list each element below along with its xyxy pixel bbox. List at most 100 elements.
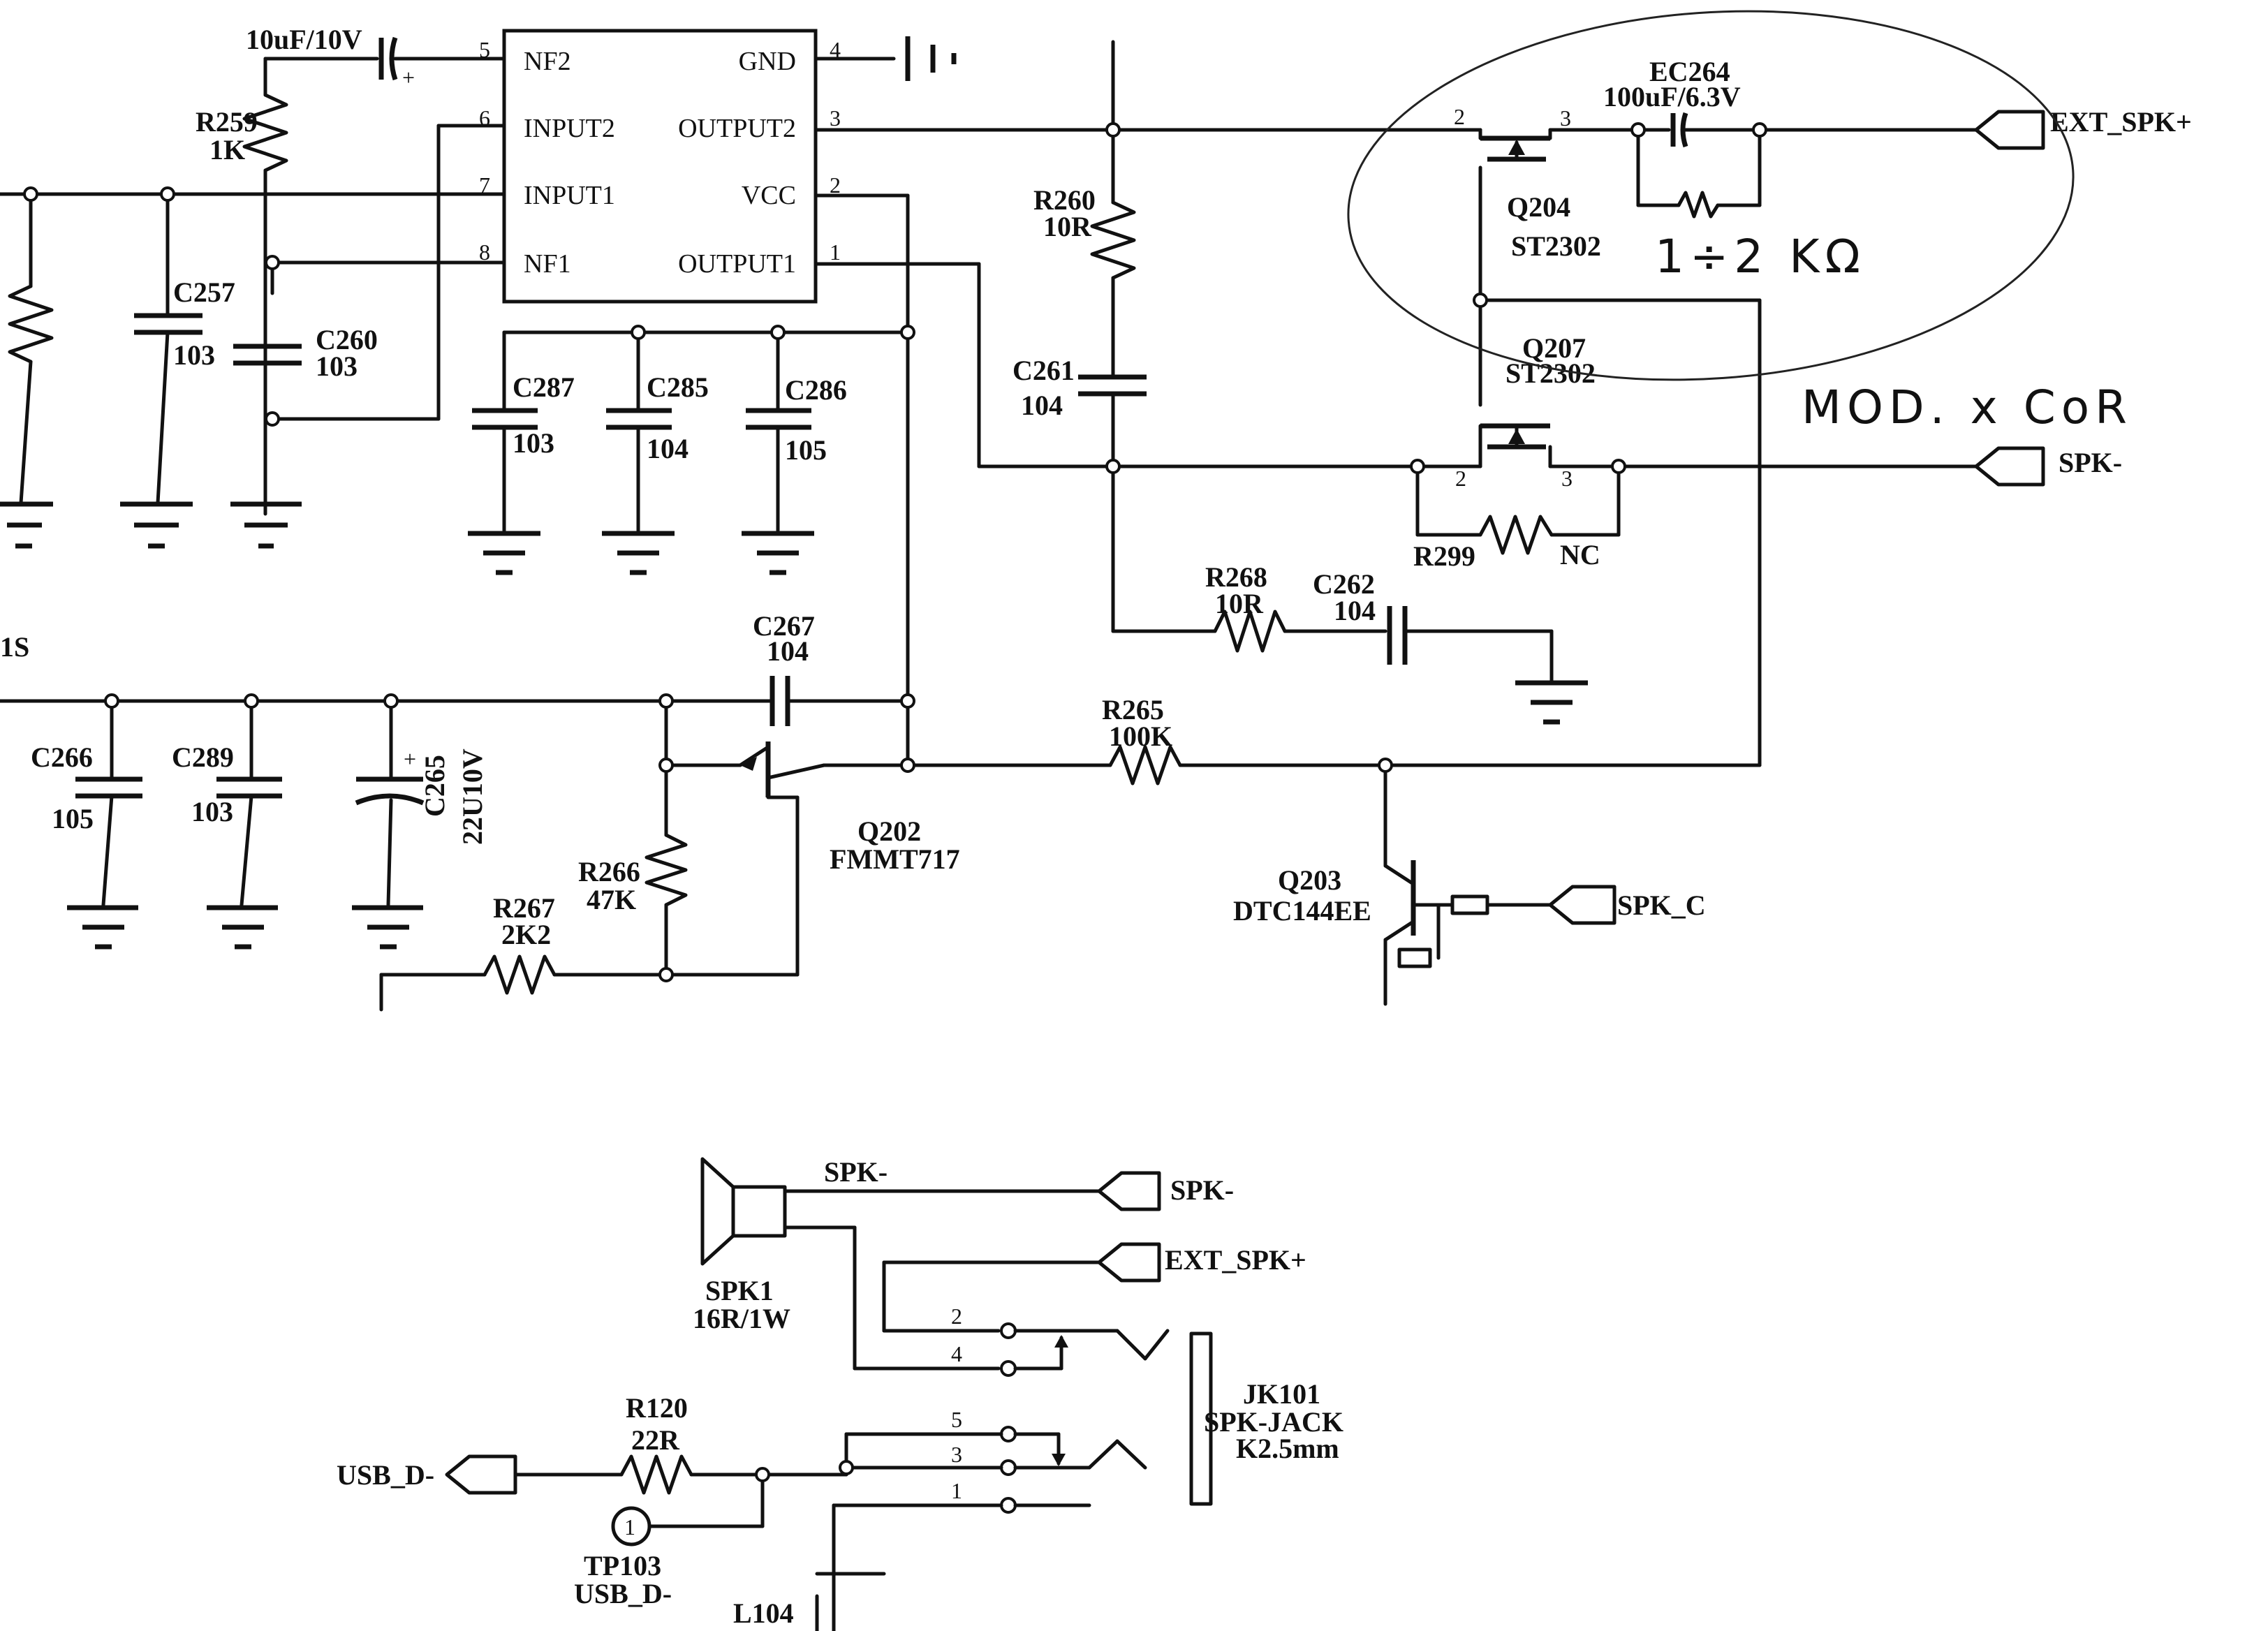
c266-value: 105 bbox=[52, 803, 94, 834]
c262-ref: C262 bbox=[1313, 568, 1375, 600]
ic-pin-gnd: GND bbox=[739, 47, 796, 76]
ic-pin-number-2: 2 bbox=[830, 172, 841, 198]
q202-ref: Q202 bbox=[857, 816, 921, 847]
jk101-name: SPK-JACK bbox=[1204, 1406, 1343, 1438]
c287-value: 103 bbox=[513, 427, 554, 459]
c261-ref: C261 bbox=[1012, 355, 1075, 386]
r120-value: 22R bbox=[631, 1424, 680, 1456]
tp103-net: USB_D- bbox=[574, 1578, 672, 1609]
capacitor-c285: C285 104 bbox=[602, 330, 709, 575]
jack-pin-5: 5 bbox=[951, 1407, 962, 1432]
c286-value: 105 bbox=[785, 434, 827, 466]
l104-ref: L104 bbox=[733, 1597, 794, 1629]
ic-pin-number-8: 8 bbox=[479, 239, 490, 265]
capacitor-c265: + C265 22U10V bbox=[352, 699, 488, 950]
spk1-value: 16R/1W bbox=[693, 1303, 790, 1334]
c285-ref: C285 bbox=[647, 371, 709, 403]
c289-value: 103 bbox=[191, 796, 233, 827]
resistor-r265: R265 100K bbox=[906, 694, 1762, 785]
ic-pin-input2: INPUT2 bbox=[524, 114, 615, 143]
q207-pin-3: 3 bbox=[1561, 466, 1573, 491]
port-ext-spk-plus-label: EXT_SPK+ bbox=[2050, 106, 2192, 138]
capacitor-c287: C287 103 bbox=[468, 330, 575, 575]
port-usb-d-minus: USB_D- bbox=[337, 1454, 517, 1495]
c266-ref: C266 bbox=[31, 741, 93, 773]
q204-pin-2: 2 bbox=[1454, 104, 1465, 129]
c265-value: 22U10V bbox=[457, 748, 488, 845]
capacitor-c267: C267 104 bbox=[753, 610, 910, 726]
handwritten-resistor-note: 1÷2 KΩ bbox=[1655, 230, 1866, 283]
ic-pin-wires bbox=[0, 57, 1482, 767]
ic-pin-number-4: 4 bbox=[830, 37, 841, 62]
port-spk-minus-lower: SPK- bbox=[1097, 1171, 1234, 1211]
port-ext-spk-plus: EXT_SPK+ bbox=[1974, 106, 2192, 150]
q204-pin-3: 3 bbox=[1560, 105, 1571, 131]
c257-value: 103 bbox=[173, 339, 215, 371]
svg-text:+: + bbox=[404, 746, 416, 772]
handdrawn-bypass-resistor bbox=[1636, 128, 1762, 219]
c287-ref: C287 bbox=[513, 371, 575, 403]
capacitor-c261: C261 104 bbox=[1012, 276, 1147, 633]
jack-pin-2: 2 bbox=[951, 1304, 962, 1329]
port-spk-c: SPK_C bbox=[1548, 885, 1706, 925]
jack-pin-1: 1 bbox=[951, 1478, 962, 1503]
resistor-r266: R266 47K bbox=[578, 699, 688, 977]
speaker-spk1: SPK- SPK1 16R/1W bbox=[693, 1156, 1101, 1371]
tp103-pin: 1 bbox=[624, 1514, 635, 1540]
port-ext-spk-plus-lower: EXT_SPK+ bbox=[882, 1242, 1306, 1333]
inductor-l104: L104 bbox=[733, 1503, 1003, 1631]
r259-value: 1K bbox=[209, 134, 245, 165]
r268-value: 10R bbox=[1215, 588, 1264, 619]
capacitor-c286: C286 105 bbox=[742, 330, 847, 575]
r268-ref: R268 bbox=[1205, 561, 1267, 593]
r267-value: 2K2 bbox=[501, 919, 551, 950]
cap-10uf-value: 10uF/10V bbox=[246, 24, 362, 55]
r265-ref: R265 bbox=[1102, 694, 1164, 725]
capacitor-c262: C262 104 bbox=[1313, 568, 1588, 725]
ec264-ref: EC264 bbox=[1649, 56, 1730, 87]
c265-ref: C265 bbox=[419, 755, 450, 817]
resistor-r267: R267 2K2 bbox=[379, 795, 800, 1012]
ic-pin-input1: INPUT1 bbox=[524, 181, 615, 210]
junction-dots bbox=[23, 122, 1767, 1482]
capacitor-c260: C260 103 bbox=[233, 260, 378, 382]
resistor-r268: R268 10R bbox=[1111, 561, 1387, 653]
resistor-r299: R299 NC bbox=[1413, 464, 1621, 572]
r299-ref: R299 bbox=[1413, 540, 1475, 572]
ic-pin-nf1: NF1 bbox=[524, 249, 571, 279]
q207-pin-2: 2 bbox=[1455, 466, 1466, 491]
port-spk-minus-label: SPK- bbox=[2059, 447, 2122, 478]
c285-value: 104 bbox=[647, 433, 688, 464]
q204-value: ST2302 bbox=[1511, 230, 1601, 262]
c289-ref: C289 bbox=[172, 741, 234, 773]
c261-value: 104 bbox=[1021, 390, 1063, 421]
resistor-r120: R120 22R bbox=[513, 1392, 1003, 1495]
capacitor-c266: C266 105 bbox=[31, 699, 142, 950]
ic-pin-number-5: 5 bbox=[479, 37, 490, 62]
c267-value: 104 bbox=[767, 635, 809, 667]
capacitor-c289: C289 103 bbox=[172, 699, 282, 950]
port-usb-d-minus-label: USB_D- bbox=[337, 1459, 434, 1491]
c260-value: 103 bbox=[316, 350, 358, 382]
r259-ref: R259 bbox=[196, 106, 258, 138]
tp103-ref: TP103 bbox=[584, 1550, 661, 1581]
ic-pin-number-7: 7 bbox=[479, 172, 490, 198]
r266-value: 47K bbox=[587, 884, 636, 915]
handwritten-annotations: 1÷2 KΩ MOD. x CoR bbox=[1347, 10, 2133, 434]
spk1-ref: SPK1 bbox=[705, 1275, 774, 1306]
resistor-left-partial bbox=[8, 192, 54, 505]
jk101-value: K2.5mm bbox=[1236, 1433, 1339, 1464]
testpoint-tp103: 1 TP103 USB_D- bbox=[574, 1473, 765, 1609]
r266-ref: R266 bbox=[578, 856, 640, 887]
transistor-q202: Q202 FMMT717 bbox=[664, 741, 960, 875]
r267-ref: R267 bbox=[493, 892, 555, 924]
r260-value: 10R bbox=[1043, 211, 1092, 242]
r299-value: NC bbox=[1560, 539, 1600, 570]
c260-ref: C260 bbox=[316, 324, 378, 355]
q202-value: FMMT717 bbox=[830, 843, 960, 875]
c286-ref: C286 bbox=[785, 374, 847, 406]
jack-pin-4: 4 bbox=[951, 1341, 962, 1366]
handwritten-mod-note: MOD. x CoR bbox=[1802, 381, 2133, 434]
